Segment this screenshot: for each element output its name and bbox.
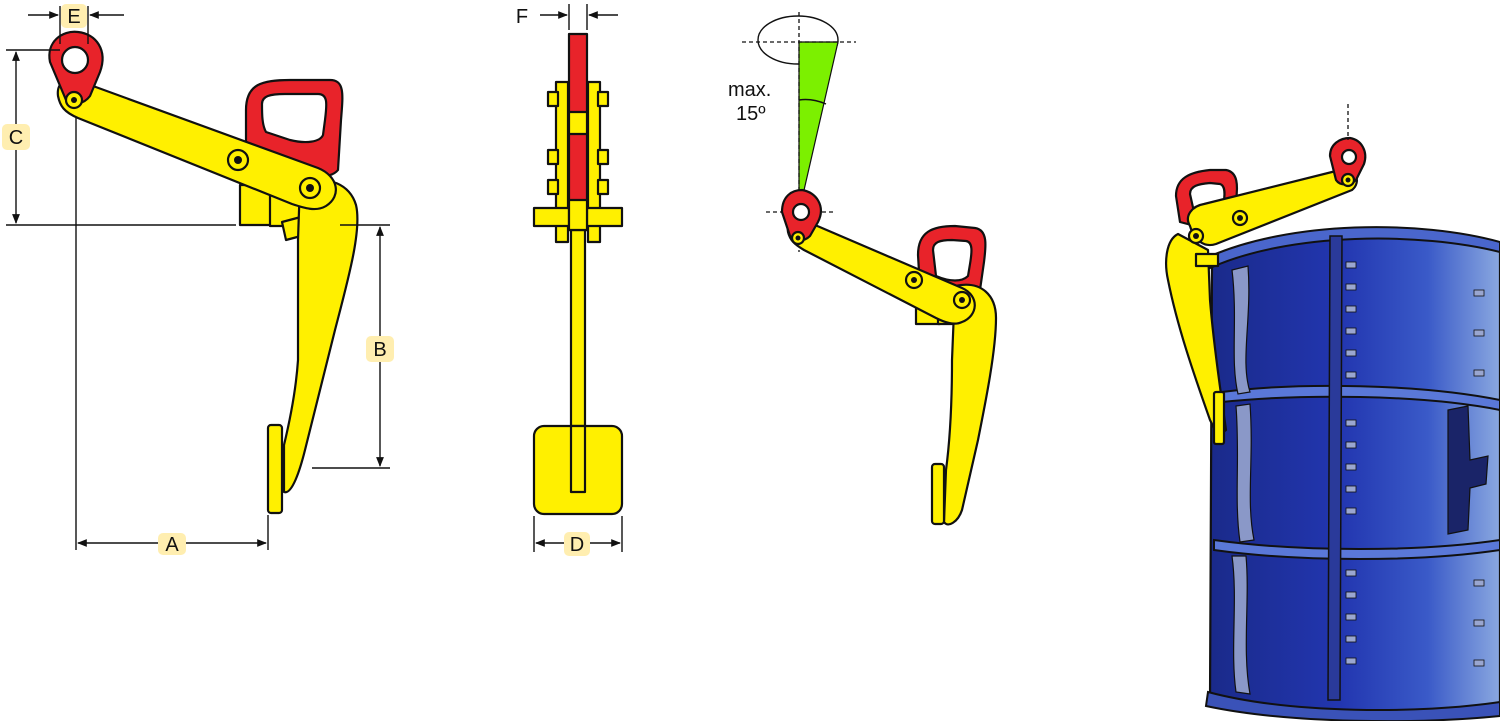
angle-label-line1: max.: [728, 79, 771, 101]
drum-clamp-leg: [1165, 232, 1228, 438]
angle-view: max. 15º: [728, 12, 998, 526]
label-f: F: [516, 6, 528, 28]
drum-view: [1165, 104, 1500, 721]
label-b: B: [373, 339, 386, 361]
front-view: D F: [516, 4, 624, 556]
pins: [64, 90, 322, 200]
label-a: A: [165, 534, 179, 556]
toe-plate: [266, 423, 284, 515]
angle-label-line2: 15º: [736, 103, 766, 125]
label-e: E: [67, 6, 80, 28]
label-d: D: [570, 534, 584, 556]
clamp-leg: [282, 178, 359, 494]
side-view: A B C E: [2, 4, 394, 556]
label-c: C: [9, 127, 23, 149]
drum-rim: [1204, 226, 1500, 270]
angle-sector: [798, 41, 839, 213]
